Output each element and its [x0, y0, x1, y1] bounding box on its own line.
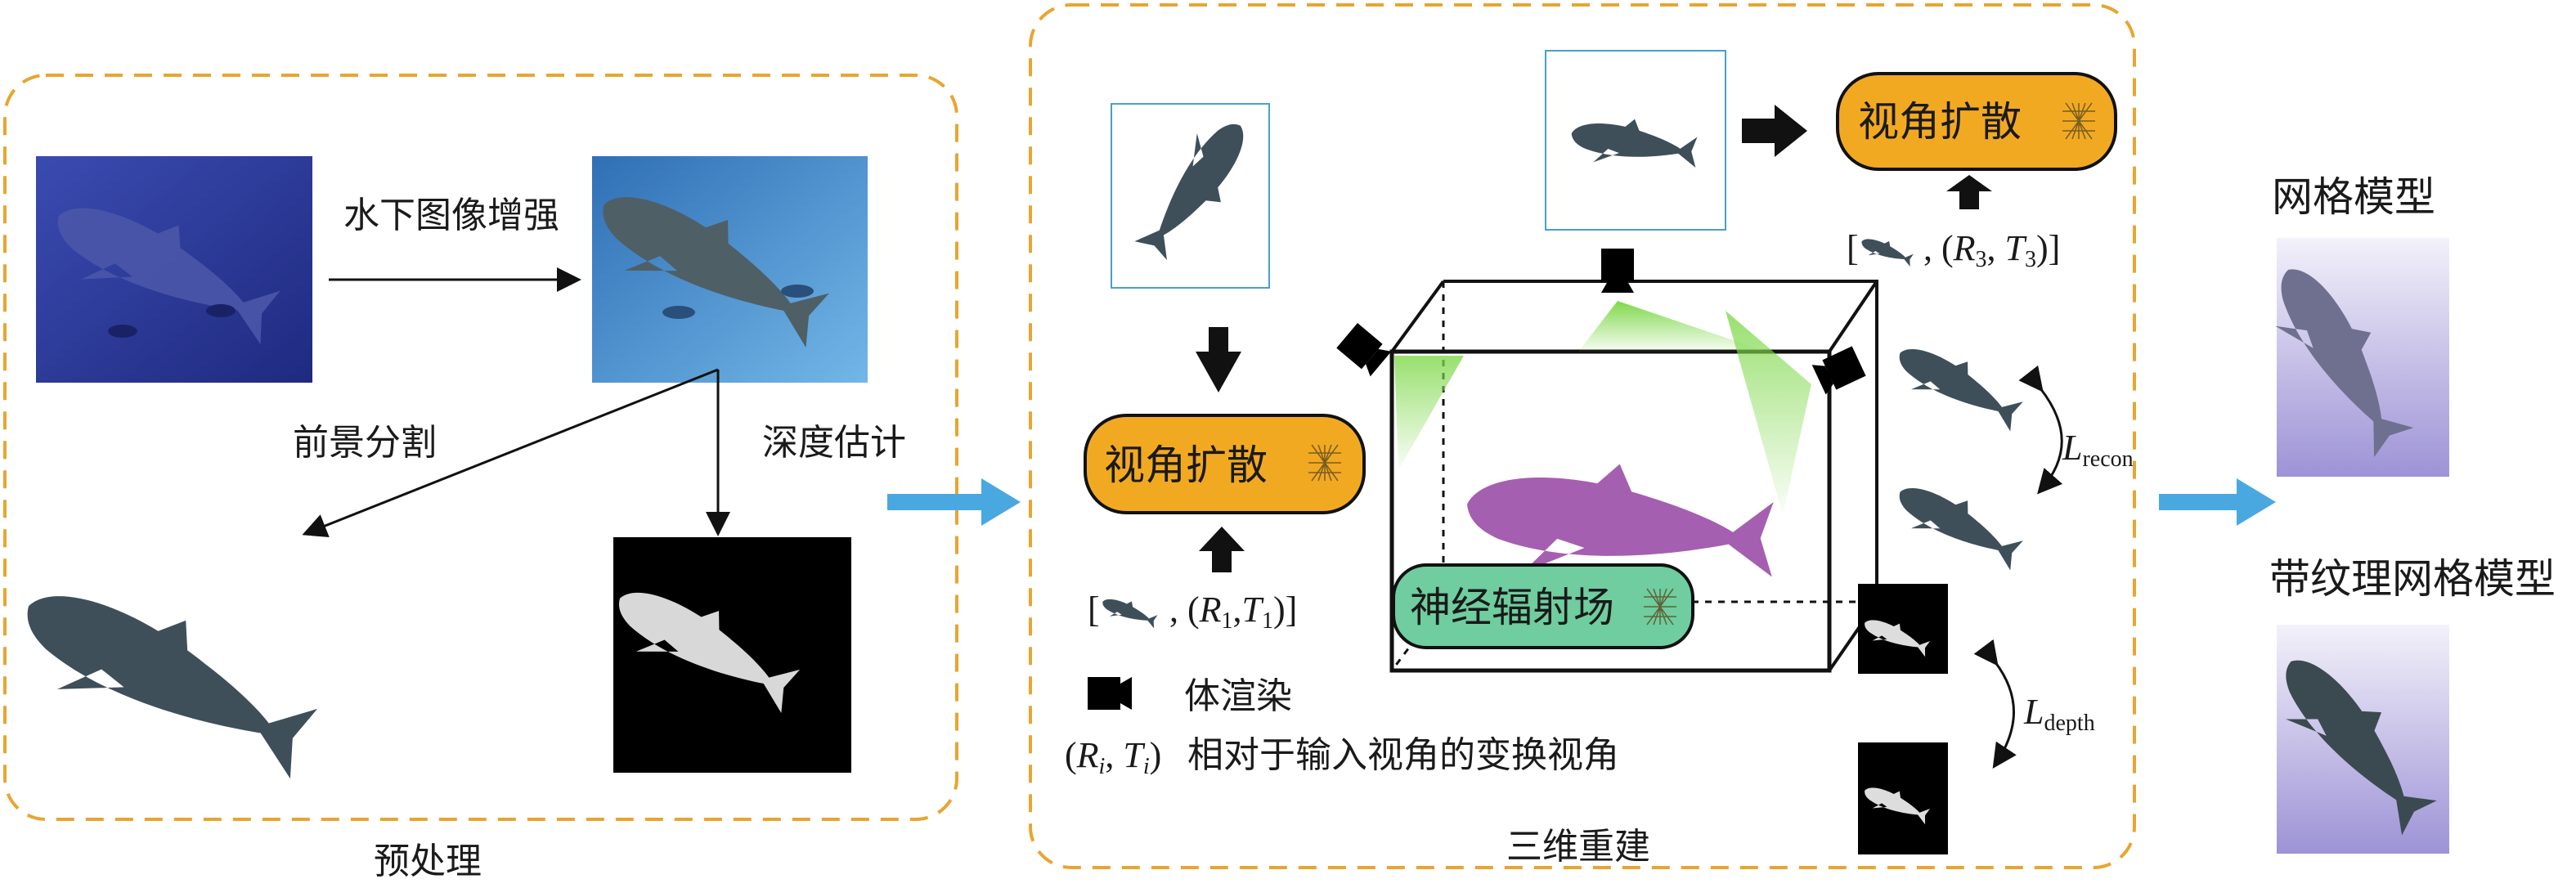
svg-text:[: [ — [1088, 590, 1100, 630]
recon-loss-label: Lrecon — [2062, 428, 2134, 472]
depth-label: 深度估计 — [762, 422, 906, 464]
camera-icon-left — [1336, 323, 1392, 377]
generated-view-whale — [1887, 470, 2031, 579]
rotation-symbol: R — [1953, 228, 1976, 268]
loss-symbol: L — [2023, 692, 2044, 732]
svg-text:, (R3, T3)]: , (R3, T3)] — [1923, 228, 2060, 272]
rotation-symbol: R — [1076, 735, 1099, 775]
down-arrow — [1196, 327, 1241, 392]
nerf-cube — [1336, 249, 1878, 673]
enhance-label: 水下图像增强 — [343, 195, 559, 236]
preprocess-title: 预处理 — [374, 841, 482, 882]
recon-loss-arrow — [2018, 365, 2063, 495]
up-arrow — [1199, 527, 1245, 572]
loss-symbol: L — [2062, 428, 2082, 468]
camera-icon-top — [1601, 249, 1634, 293]
comma: , — [1105, 735, 1123, 775]
view-diffusion-box-2: 视角扩散 — [1836, 72, 2117, 171]
bracket: [ — [1088, 590, 1100, 630]
translation-symbol: T — [1242, 590, 1265, 630]
condition-input-3: [ , (R3, T3)] — [1847, 228, 2060, 272]
nerf-label: 神经辐射场 — [1410, 584, 1614, 631]
right-arrow — [1742, 105, 1807, 157]
view-diffusion-label: 视角扩散 — [1104, 442, 1268, 489]
camera-frustum — [1726, 311, 1811, 515]
output-panel: 网格模型 带纹理网格模型 — [2253, 173, 2556, 854]
condition-input-1: [ , (R1,T1)] — [1088, 590, 1297, 634]
rotation-subscript: 3 — [1976, 247, 1987, 272]
bracket: [ — [1847, 228, 1859, 268]
loss-subscript: depth — [2044, 711, 2094, 736]
segmented-whale-image — [1, 555, 333, 799]
preprocess-panel: 水下图像增强 前景分割 深度估计 预处理 — [1, 74, 958, 882]
flow-arrow-to-output — [2159, 478, 2276, 526]
novel-view-image — [1545, 50, 1726, 231]
split-arrows — [302, 368, 730, 538]
depth-loss-label: Ldepth — [2023, 692, 2095, 736]
svg-text:[: [ — [1847, 228, 1859, 268]
segment-label: 前景分割 — [293, 422, 437, 464]
depth-map-image — [601, 537, 851, 773]
textured-mesh-label: 带纹理网格模型 — [2269, 555, 2556, 603]
underwater-enhanced-image — [581, 156, 868, 383]
rendered-depth-image — [1858, 584, 1948, 674]
camera-frustum — [1394, 356, 1464, 470]
pose-legend: (Ri, Ti) — [1065, 735, 1161, 779]
camera-icon — [1088, 677, 1132, 710]
volume-render-label: 体渲染 — [1184, 675, 1292, 717]
textured-mesh-image — [2259, 625, 2451, 854]
preprocess-border — [3, 74, 958, 821]
reconstruction-title: 三维重建 — [1506, 826, 1650, 868]
rotation-symbol: R — [1199, 590, 1222, 630]
translation-subscript: 3 — [2025, 247, 2036, 272]
whale-thumbnail — [1858, 232, 1916, 271]
comma: , — [1987, 228, 2005, 268]
separator: , ( — [1923, 228, 1954, 268]
translation-subscript: 1 — [1262, 608, 1273, 634]
neural-network-icon — [2062, 99, 2096, 143]
translation-subscript: i — [1143, 754, 1150, 779]
depth-loss-arrow — [1973, 639, 2017, 769]
rotation-subscript: 1 — [1222, 608, 1233, 634]
paren-close: ) — [1150, 735, 1162, 775]
mesh-model-image — [2253, 238, 2449, 477]
svg-text:, (R1,T1)]: , (R1,T1)] — [1169, 590, 1297, 634]
paren: ( — [1065, 735, 1077, 775]
view-diffusion-label: 视角扩散 — [1858, 98, 2022, 146]
underwater-raw-image — [36, 156, 312, 383]
separator: , ( — [1169, 590, 1200, 630]
neural-network-icon — [1643, 585, 1677, 629]
pose-description: 相对于输入视角的变换视角 — [1187, 734, 1619, 776]
input-view-image — [1111, 103, 1270, 289]
translation-symbol: T — [1123, 735, 1146, 775]
reconstruction-border — [1029, 3, 2136, 869]
whale-thumbnail — [1098, 592, 1160, 632]
comma: , — [1233, 590, 1242, 630]
bracket-close: )] — [1273, 590, 1297, 630]
bracket-close: )] — [2036, 228, 2060, 268]
view-diffusion-box-1: 视角扩散 — [1084, 414, 1366, 514]
nerf-box: 神经辐射场 — [1392, 563, 1694, 649]
rotation-subscript: i — [1099, 754, 1106, 779]
flow-arrow-to-reconstruction — [887, 478, 1021, 526]
up-arrow — [1946, 175, 1992, 209]
reconstruction-panel: 视角扩散 [ , (R1,T1)] 体渲染 (Ri, Ti) 相对于输入视角的变… — [1029, 3, 2136, 869]
rendered-view-whale — [1887, 331, 2031, 440]
estimated-depth-image — [1858, 742, 1948, 854]
camera-frustum — [1578, 301, 1766, 352]
loss-subscript: recon — [2082, 446, 2133, 472]
translation-symbol: T — [2005, 228, 2028, 268]
legend: 体渲染 (Ri, Ti) 相对于输入视角的变换视角 — [1065, 675, 1619, 779]
mesh-label: 网格模型 — [2272, 173, 2435, 221]
neural-network-icon — [1308, 441, 1342, 485]
